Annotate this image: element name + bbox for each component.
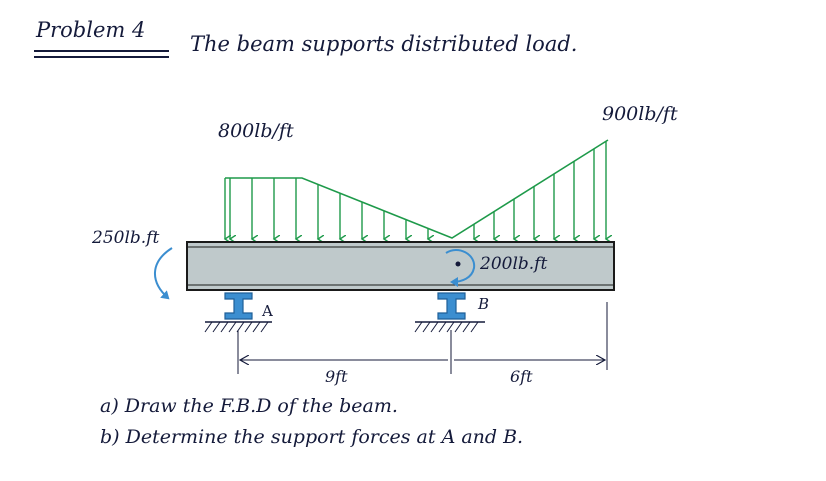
load-label-left: 800lb/ft: [218, 120, 294, 142]
support-b: [414, 292, 485, 333]
problem-underline-2: [34, 56, 169, 58]
ground-hatch: [244, 321, 253, 333]
moment-left-arrow: [154, 247, 173, 300]
dimension-label-bend: 6ft: [510, 367, 533, 386]
support-b-label: B: [478, 295, 490, 313]
beam: [186, 241, 615, 291]
beam-body: [186, 241, 615, 291]
ground-hatch: [454, 321, 463, 333]
ground-hatch: [220, 321, 229, 333]
problem-label: Problem 4: [36, 18, 146, 42]
ground-hatch: [462, 321, 471, 333]
ground-hatch: [204, 321, 213, 333]
distributed-load: [225, 139, 609, 239]
load-arrows: [225, 141, 606, 239]
load-label-right: 900lb/ft: [602, 103, 678, 125]
ground-hatch: [470, 321, 479, 333]
dimension-lines: [237, 302, 608, 374]
moment-left-label: 250lb.ft: [92, 228, 160, 248]
ground-hatch: [414, 321, 423, 333]
ground-hatch: [228, 321, 237, 333]
dimension-label-ab: 9ft: [325, 367, 348, 386]
ground-hatch: [252, 321, 261, 333]
problem-statement: The beam supports distributed load.: [190, 32, 578, 56]
moment-mid-symbol: [445, 249, 476, 287]
ground-hatch: [212, 321, 221, 333]
load-top-line: [225, 139, 609, 239]
ground-hatch: [446, 321, 455, 333]
ground-hatch: [430, 321, 439, 333]
ground-hatch: [260, 321, 269, 333]
ground-hatch: [422, 321, 431, 333]
moment-mid-label: 200lb.ft: [480, 254, 548, 274]
ground-hatch: [438, 321, 447, 333]
problem-underline: [34, 50, 169, 52]
support-a-label: A: [262, 302, 273, 320]
question-b: b) Determine the support forces at A and…: [100, 426, 524, 448]
question-a: a) Draw the F.B.D of the beam.: [100, 395, 398, 417]
